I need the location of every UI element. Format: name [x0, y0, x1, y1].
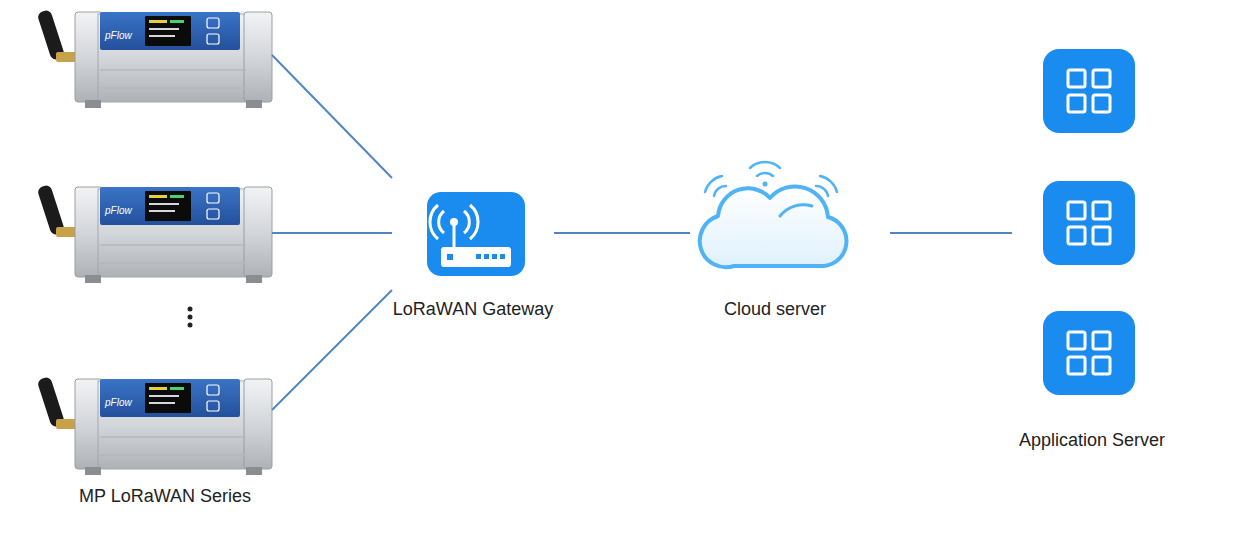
- gateway-icon: [453, 222, 456, 248]
- ellipsis-dots: [188, 323, 193, 328]
- cloud-icon: [705, 176, 722, 192]
- application-server-node: Application Server: [1012, 45, 1172, 465]
- ellipsis-dots: [188, 315, 193, 320]
- gateway-icon: [500, 254, 505, 259]
- gateway-icon: [427, 192, 525, 276]
- link-line: [554, 232, 690, 234]
- node-label: Cloud server: [690, 298, 860, 320]
- flow-meter: [37, 376, 272, 475]
- gateway-icon: [427, 192, 525, 276]
- link-line: [272, 232, 392, 234]
- flow-meter-node: pFlow: [75, 185, 272, 283]
- flow-meter: [37, 9, 272, 108]
- ellipsis-dots: [188, 307, 193, 328]
- flow-meter: [37, 184, 272, 283]
- brand-text: pFlow: [105, 397, 132, 409]
- gateway-icon: [441, 247, 511, 267]
- gateway-icon: [476, 254, 481, 259]
- link-line: [272, 290, 392, 410]
- cloud-icon: [700, 186, 847, 267]
- cloud-icon: [820, 176, 837, 192]
- link-line: [890, 232, 1012, 234]
- flow-meter-node: pFlow: [75, 10, 272, 108]
- gateway-icon: [492, 254, 497, 259]
- ellipsis-dots: [188, 307, 193, 312]
- gateway-node: LoRaWAN Gateway: [392, 178, 554, 323]
- node-label: Application Server: [1012, 429, 1172, 451]
- brand-text: pFlow: [105, 30, 132, 42]
- flow-meter-node: pFlow: [75, 377, 272, 475]
- cloud-icon: [763, 182, 768, 187]
- cloud-node: Cloud server: [690, 155, 890, 320]
- gateway-icon: [447, 254, 453, 260]
- cloud-icon: [714, 186, 726, 196]
- cloud-icon: [750, 162, 780, 168]
- gateway-icon: [464, 211, 469, 233]
- gateway-icon: [470, 205, 478, 239]
- node-label: LoRaWAN Gateway: [392, 298, 554, 320]
- app-icon: [1043, 311, 1135, 395]
- link-line: [272, 55, 392, 178]
- cloud-icon: [757, 173, 773, 176]
- gateway-icon: [439, 211, 444, 233]
- app-icon: [1043, 181, 1135, 265]
- gateway-icon: [484, 254, 489, 259]
- cloud-icon: [816, 186, 828, 196]
- cloud-icon: [700, 162, 847, 267]
- gateway-icon: [430, 205, 438, 239]
- series-label: MP LoRaWAN Series: [60, 485, 270, 507]
- app-icon: [1043, 49, 1135, 133]
- cloud-icon: [780, 205, 812, 216]
- brand-text: pFlow: [105, 205, 132, 217]
